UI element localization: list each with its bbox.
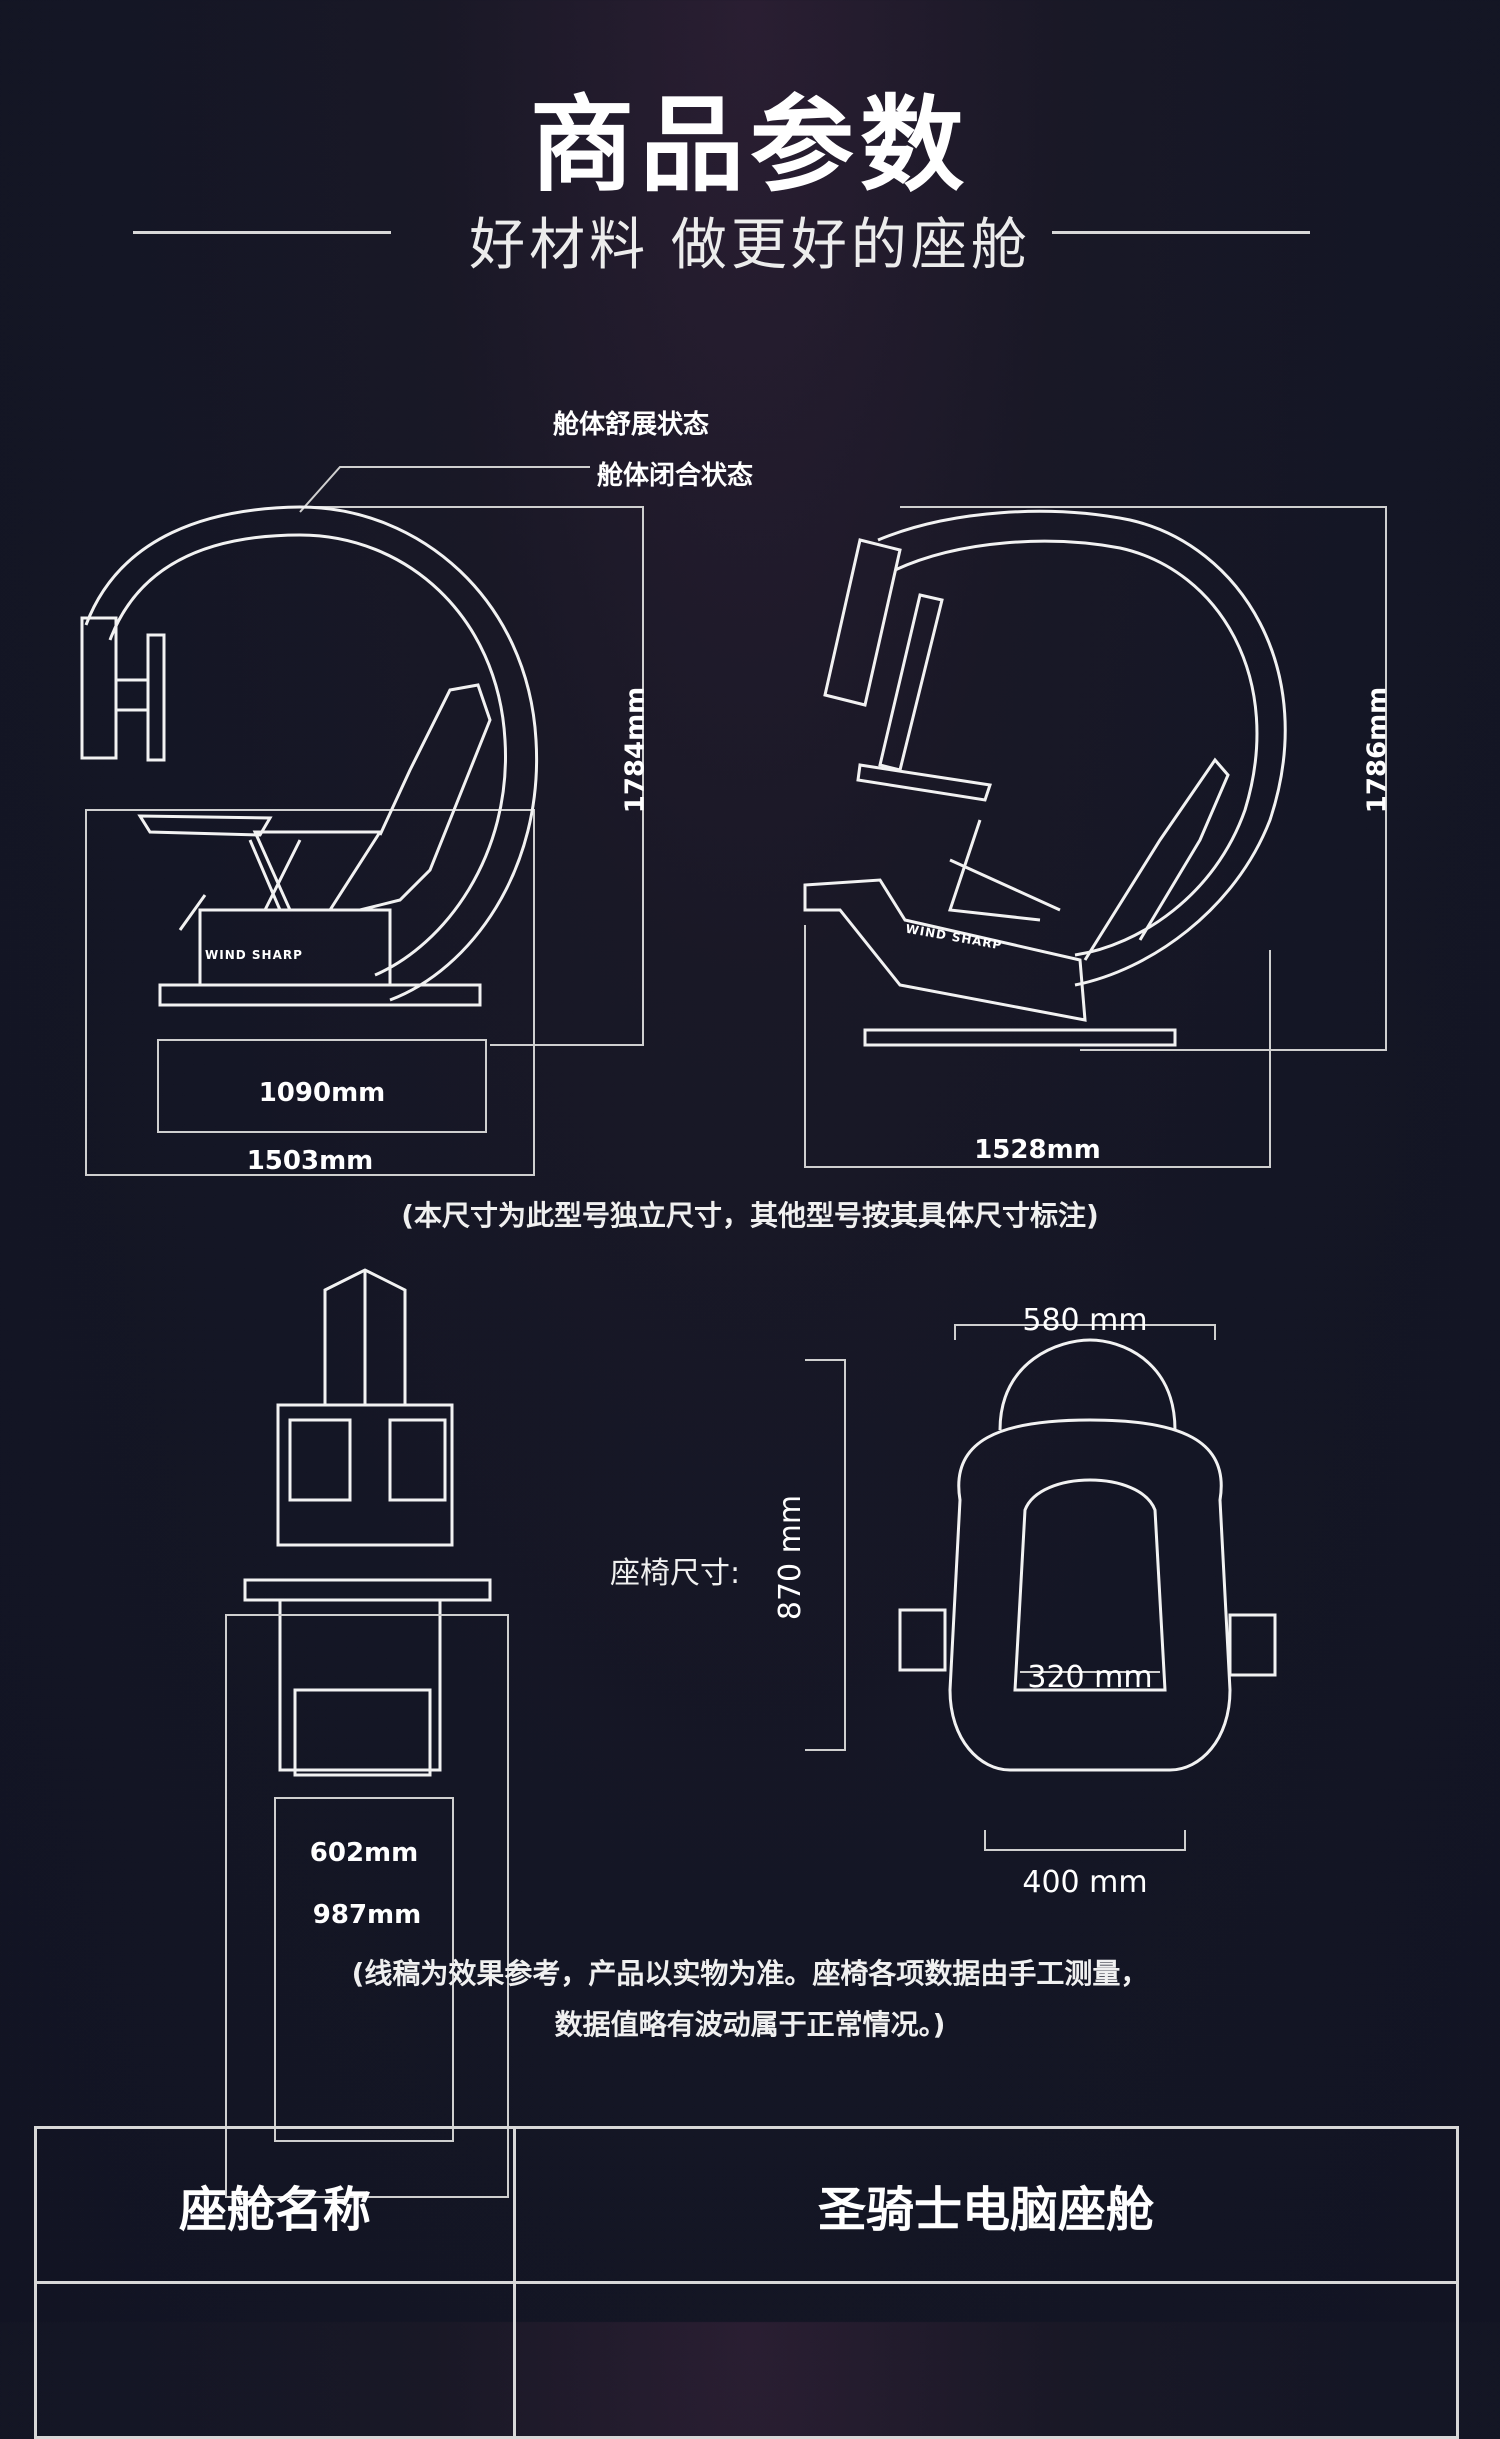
seat-size-label: 座椅尺寸:	[610, 1556, 741, 1591]
seat-inner-width-label: 320 mm	[1027, 1660, 1153, 1695]
side-view-drawings	[80, 466, 1387, 1176]
seat-base-width-bracket	[984, 1830, 1186, 1851]
table-cell-key	[34, 2281, 516, 2439]
subtitle-rule-left	[133, 231, 391, 234]
front-and-seat-drawings	[225, 1268, 1277, 2198]
right-ring	[877, 509, 1287, 987]
left-outer-width-label: 1503mm	[246, 1146, 374, 1176]
right-height-frame	[900, 506, 1387, 1051]
page-subtitle: 好材料 做更好的座舱	[469, 213, 1031, 278]
left-monitor	[80, 616, 166, 762]
left-outer-frame	[85, 809, 535, 1176]
right-height-label: 1786mm	[1362, 686, 1393, 814]
front-inner-width-label: 602mm	[309, 1838, 419, 1868]
front-view	[225, 1268, 509, 2198]
right-width-frame	[804, 925, 1271, 1168]
seat-height-label: 870 mm	[773, 1494, 809, 1621]
seat-height-bracket	[805, 1359, 846, 1751]
table-row: 座舱名称 圣骑士电脑座舱	[34, 2126, 1459, 2284]
subtitle-rule-right	[1052, 231, 1310, 234]
footnote-line-1: (线稿为效果参考，产品以实物为准。座椅各项数据由手工测量，	[351, 1957, 1149, 1990]
right-width-label: 1528mm	[974, 1135, 1101, 1165]
left-seat-assembly	[137, 683, 492, 1007]
seat-view	[805, 1324, 1277, 1851]
seat-base-width-label: 400 mm	[1022, 1865, 1148, 1900]
state-label-closed: 舱体闭合状态	[597, 461, 754, 491]
left-height-label: 1784mm	[620, 686, 651, 814]
left-inner-frame	[157, 1039, 487, 1133]
right-seat-assembly	[803, 757, 1230, 1047]
seat-top-width-bracket	[954, 1324, 1216, 1340]
leader-line	[299, 466, 590, 513]
right-monitor	[823, 538, 944, 772]
page-title: 商品参数	[529, 84, 970, 206]
dimension-note: (本尺寸为此型号独立尺寸，其他型号按其具体尺寸标注)	[401, 1199, 1099, 1232]
table-cell-value: 圣骑士电脑座舱	[513, 2126, 1459, 2284]
table-cell-key: 座舱名称	[34, 2126, 516, 2284]
left-ring	[84, 505, 539, 1002]
spec-table: 座舱名称 圣骑士电脑座舱	[34, 2126, 1459, 2439]
brand-mark-left: WIND SHARP	[205, 948, 303, 962]
front-outer-width-label: 987mm	[312, 1900, 422, 1930]
left-height-frame	[300, 506, 644, 1046]
seat-top-width-label: 580 mm	[1022, 1303, 1148, 1338]
table-row	[34, 2281, 1459, 2439]
footnote-line-2: 数据值略有波动属于正常情况。)	[554, 2008, 946, 2041]
table-cell-value	[513, 2281, 1459, 2439]
state-label-expanded: 舱体舒展状态	[553, 410, 710, 440]
left-inner-width-label: 1090mm	[258, 1078, 386, 1108]
